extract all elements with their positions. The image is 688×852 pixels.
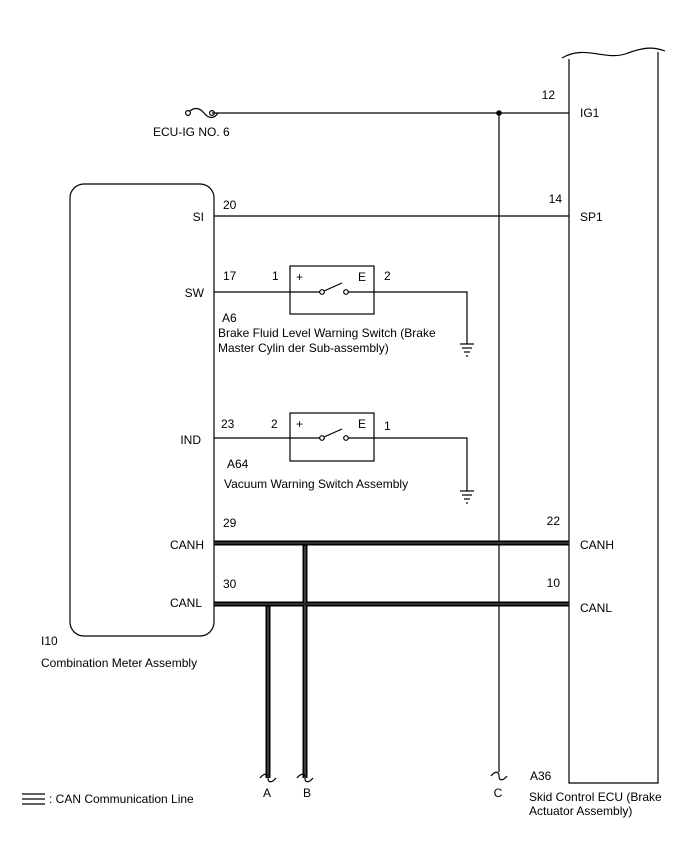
brake-switch-pin-right: 2 [384, 269, 391, 283]
terminal-ecu-canl-label: CANL [580, 601, 612, 615]
can-bus-lines [214, 540, 569, 783]
terminal-canl-label: CANL [170, 596, 202, 610]
skid-ecu-name-line1: Skid Control ECU (Brake [529, 790, 662, 804]
terminal-ind-label: IND [180, 433, 201, 447]
skid-ecu-connector: A36 [530, 769, 552, 783]
terminal-si-label: SI [193, 210, 204, 224]
terminal-sw-label: SW [185, 286, 205, 300]
combination-meter-body [69, 183, 215, 637]
brake-switch-connector: A6 [222, 311, 237, 325]
brake-switch-plus-symbol: + [296, 270, 303, 284]
terminal-ecu-canh-label: CANH [580, 538, 614, 552]
wire-vacuum-switch-ground [374, 437, 468, 491]
combination-meter-name: Combination Meter Assembly [41, 656, 197, 670]
vacuum-switch-pin-left: 2 [271, 417, 278, 431]
terminal-sp1-label: SP1 [580, 210, 603, 224]
skid-ecu-name-line2: Actuator Assembly) [529, 804, 632, 818]
wire-brake-switch-ground [374, 291, 468, 344]
terminal-canh-label: CANH [170, 538, 204, 552]
pin-12: 12 [542, 88, 556, 102]
ground-icon [460, 490, 474, 504]
continuation-b-label: B [303, 786, 311, 800]
pin-30: 30 [223, 577, 237, 591]
brake-fluid-level-switch [289, 265, 375, 315]
can-line-legend-icon [22, 793, 45, 805]
pin-23: 23 [221, 417, 235, 431]
pin-14: 14 [549, 192, 563, 206]
brake-switch-e-symbol: E [358, 270, 366, 284]
pin-20: 20 [223, 198, 237, 212]
brake-switch-pin-left: 1 [272, 269, 279, 283]
vacuum-switch-connector: A64 [227, 457, 249, 471]
continuation-c-break [490, 771, 508, 781]
continuation-c-label: C [494, 786, 503, 800]
vacuum-switch-e-symbol: E [358, 417, 366, 431]
brake-switch-name-line2: Master Cylin der Sub-assembly) [218, 341, 389, 355]
fuse-label: ECU-IG NO. 6 [153, 125, 230, 139]
vacuum-switch-plus-symbol: + [296, 417, 303, 431]
pin-17: 17 [223, 269, 237, 283]
combination-meter-connector: I10 [41, 634, 58, 648]
vacuum-switch-name: Vacuum Warning Switch Assembly [224, 477, 408, 491]
pin-29: 29 [223, 516, 237, 530]
vacuum-warning-switch [289, 412, 375, 462]
continuation-a-label: A [263, 786, 271, 800]
pin-10: 10 [547, 576, 561, 590]
pin-22: 22 [547, 514, 561, 528]
vacuum-switch-pin-right: 1 [384, 419, 391, 433]
ground-icon [460, 343, 474, 357]
skid-control-ecu-body [561, 47, 666, 784]
terminal-ig1-label: IG1 [580, 106, 600, 120]
can-legend-label: : CAN Communication Line [49, 792, 194, 806]
brake-switch-name-line1: Brake Fluid Level Warning Switch (Brake [218, 326, 436, 340]
